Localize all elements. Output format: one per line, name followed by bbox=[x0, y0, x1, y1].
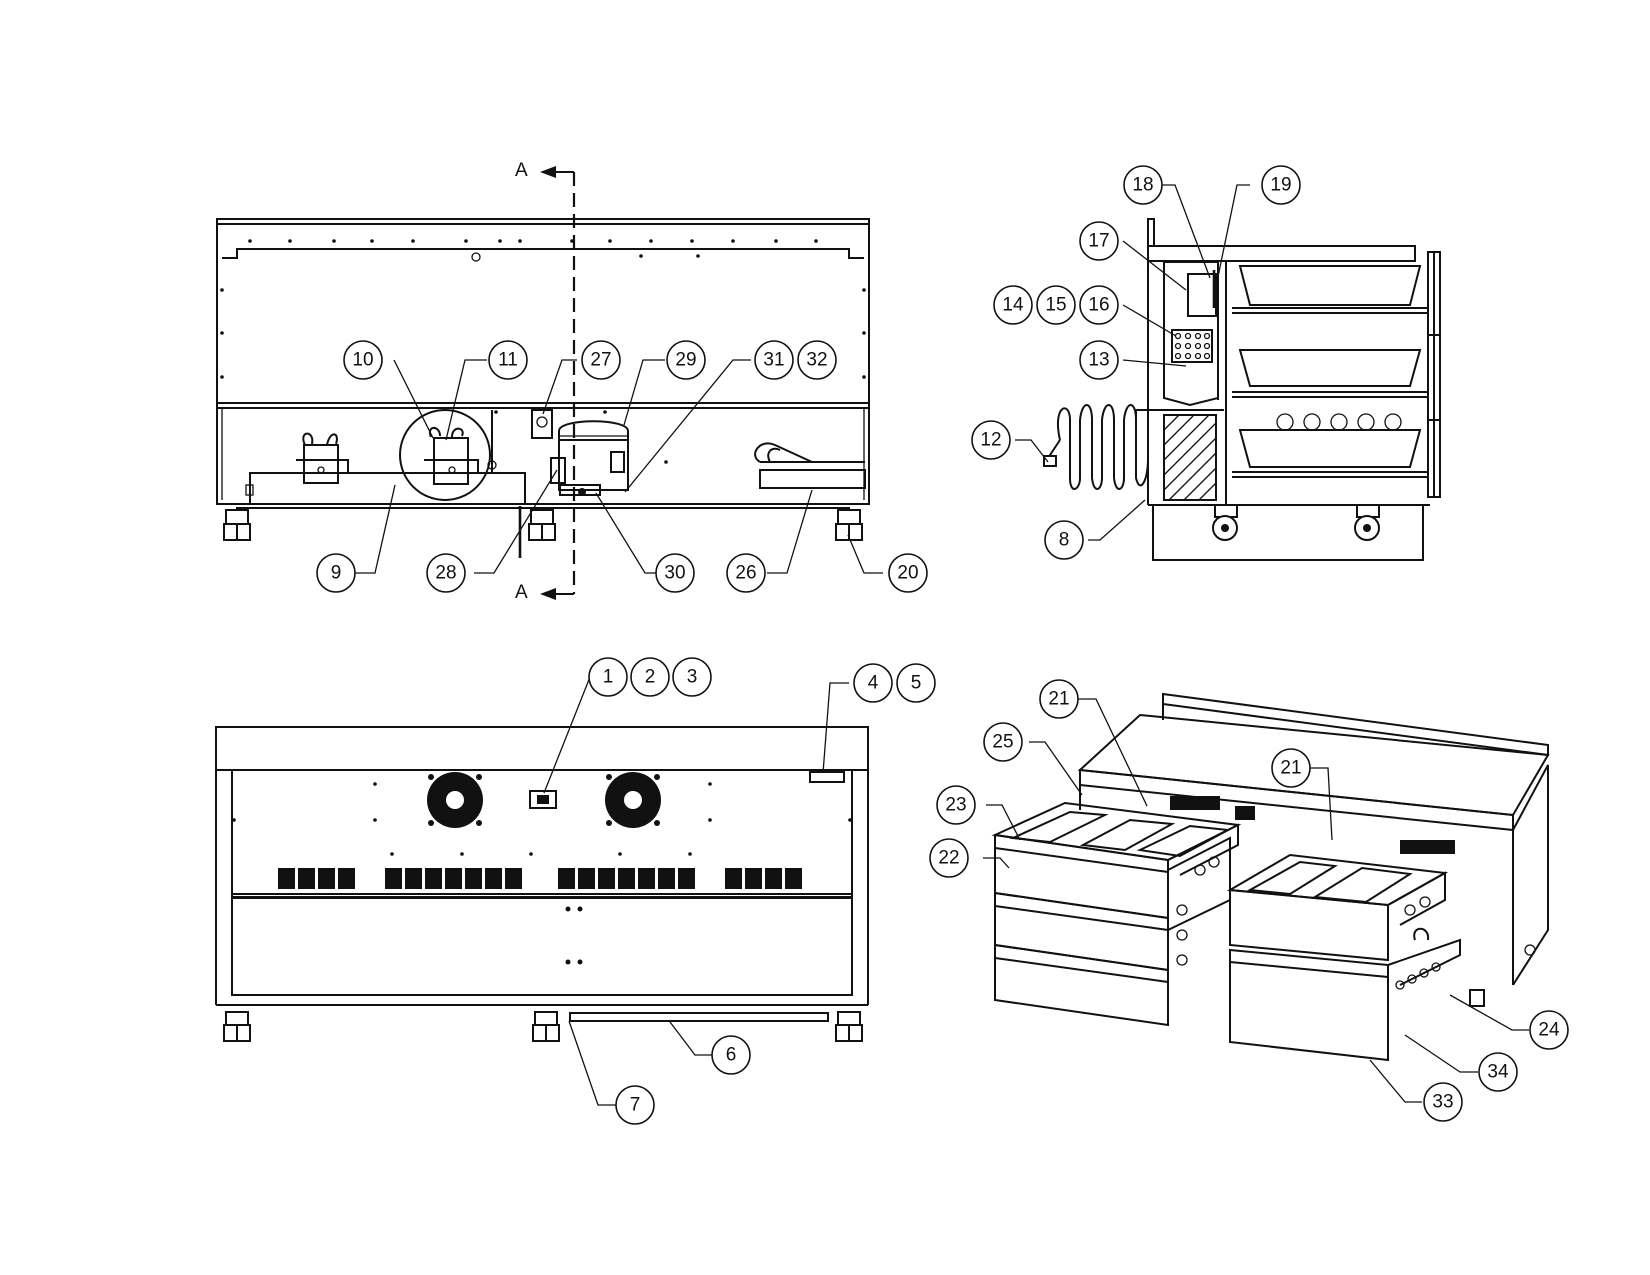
rear-view bbox=[216, 218, 870, 558]
svg-text:19: 19 bbox=[1270, 175, 1291, 196]
section-line-a: A A bbox=[515, 160, 576, 603]
svg-text:9: 9 bbox=[331, 563, 342, 584]
balloon-7: 7 bbox=[615, 1085, 655, 1125]
svg-text:20: 20 bbox=[897, 563, 918, 584]
balloons: 1 2 3 4 5 6 7 8 9 10 11 12 13 14 15 16 1… bbox=[316, 165, 1569, 1125]
svg-text:29: 29 bbox=[675, 350, 696, 371]
svg-text:11: 11 bbox=[498, 350, 518, 371]
iso-vents bbox=[1170, 796, 1455, 854]
svg-text:30: 30 bbox=[664, 563, 685, 584]
balloon-9: 9 bbox=[316, 553, 356, 593]
svg-text:7: 7 bbox=[630, 1095, 641, 1116]
fan-left bbox=[427, 772, 483, 828]
svg-text:32: 32 bbox=[806, 350, 827, 371]
rear-casters bbox=[223, 509, 863, 541]
balloon-21-right: 21 bbox=[1271, 748, 1311, 788]
balloon-22: 22 bbox=[929, 838, 969, 878]
balloon-32: 32 bbox=[797, 340, 837, 380]
balloon-21-left: 21 bbox=[1039, 679, 1079, 719]
balloon-31: 31 bbox=[754, 340, 794, 380]
front-screws bbox=[232, 782, 852, 965]
svg-text:25: 25 bbox=[992, 732, 1013, 753]
svg-text:6: 6 bbox=[726, 1045, 737, 1066]
balloon-30: 30 bbox=[655, 553, 695, 593]
iso-rack-holes-left bbox=[1176, 856, 1220, 966]
svg-text:28: 28 bbox=[435, 563, 456, 584]
rack-holes bbox=[1276, 413, 1402, 431]
svg-text:22: 22 bbox=[938, 848, 959, 869]
balloon-13: 13 bbox=[1079, 340, 1119, 380]
isometric-view bbox=[991, 692, 1550, 1062]
balloon-26: 26 bbox=[726, 553, 766, 593]
vent-slots bbox=[278, 868, 802, 889]
balloon-16: 16 bbox=[1079, 285, 1119, 325]
leader-lines bbox=[355, 184, 1529, 1106]
screw-dots bbox=[220, 239, 866, 464]
svg-text:18: 18 bbox=[1132, 175, 1153, 196]
balloon-6: 6 bbox=[711, 1035, 751, 1075]
section-label-top: A bbox=[515, 160, 528, 181]
balloon-4: 4 bbox=[853, 663, 893, 703]
section-view bbox=[1043, 218, 1441, 561]
iso-rack-holes-right bbox=[1395, 896, 1441, 990]
svg-text:14: 14 bbox=[1002, 295, 1024, 316]
front-casters bbox=[223, 1011, 863, 1042]
svg-text:26: 26 bbox=[735, 563, 756, 584]
svg-text:13: 13 bbox=[1088, 350, 1109, 371]
balloon-11: 11 bbox=[488, 340, 528, 380]
balloon-28: 28 bbox=[426, 553, 466, 593]
svg-text:12: 12 bbox=[980, 430, 1001, 451]
balloon-33: 33 bbox=[1423, 1082, 1463, 1122]
svg-text:5: 5 bbox=[911, 673, 922, 694]
svg-text:23: 23 bbox=[945, 795, 966, 816]
svg-text:4: 4 bbox=[868, 673, 879, 694]
balloon-24: 24 bbox=[1529, 1010, 1569, 1050]
balloon-18: 18 bbox=[1123, 165, 1163, 205]
section-label-bottom: A bbox=[515, 582, 528, 603]
svg-text:3: 3 bbox=[687, 667, 698, 688]
balloon-5: 5 bbox=[896, 663, 936, 703]
balloon-8: 8 bbox=[1044, 520, 1084, 560]
balloon-27: 27 bbox=[581, 340, 621, 380]
front-view bbox=[215, 726, 869, 1042]
svg-text:16: 16 bbox=[1088, 295, 1109, 316]
balloon-23: 23 bbox=[936, 785, 976, 825]
svg-text:27: 27 bbox=[590, 350, 611, 371]
balloon-3: 3 bbox=[672, 657, 712, 697]
svg-text:10: 10 bbox=[352, 350, 373, 371]
balloon-29: 29 bbox=[666, 340, 706, 380]
fan-right bbox=[605, 772, 661, 828]
balloon-34: 34 bbox=[1478, 1052, 1518, 1092]
balloon-12: 12 bbox=[971, 420, 1011, 460]
svg-text:34: 34 bbox=[1487, 1062, 1509, 1083]
svg-text:15: 15 bbox=[1045, 295, 1066, 316]
balloon-15: 15 bbox=[1036, 285, 1076, 325]
relay-dots bbox=[1174, 332, 1211, 360]
svg-text:33: 33 bbox=[1432, 1092, 1453, 1113]
svg-text:1: 1 bbox=[603, 667, 614, 688]
svg-text:21: 21 bbox=[1048, 689, 1069, 710]
balloon-2: 2 bbox=[630, 657, 670, 697]
balloon-17: 17 bbox=[1079, 221, 1119, 261]
balloon-19: 19 bbox=[1261, 165, 1301, 205]
svg-text:31: 31 bbox=[763, 350, 784, 371]
balloon-20: 20 bbox=[888, 553, 928, 593]
svg-text:2: 2 bbox=[645, 667, 656, 688]
svg-text:8: 8 bbox=[1059, 530, 1070, 551]
svg-text:17: 17 bbox=[1088, 231, 1109, 252]
svg-text:21: 21 bbox=[1280, 758, 1301, 779]
balloon-10: 10 bbox=[343, 340, 383, 380]
svg-text:24: 24 bbox=[1538, 1020, 1560, 1041]
balloon-25: 25 bbox=[983, 722, 1023, 762]
balloon-1: 1 bbox=[588, 657, 628, 697]
balloon-14: 14 bbox=[993, 285, 1033, 325]
